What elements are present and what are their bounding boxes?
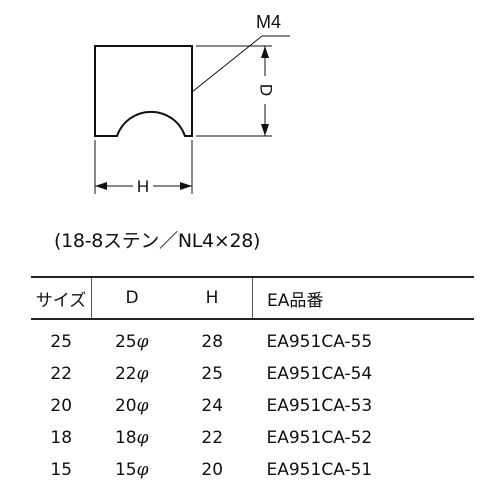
- cell-size: 20: [50, 396, 73, 416]
- m4-label: M4: [256, 12, 281, 32]
- cell-ea-number: EA951CA-55: [266, 332, 373, 352]
- knob-technical-drawing: M4 D H: [94, 12, 290, 196]
- material-spec-note: (18-8ステン／NL4×28): [54, 230, 261, 252]
- cell-size: 15: [50, 460, 73, 480]
- cell-h: 25: [201, 364, 224, 384]
- cell-d: 20φ: [114, 396, 149, 416]
- h-label: H: [137, 177, 149, 196]
- cell-d: 18φ: [114, 428, 149, 448]
- cell-ea-number: EA951CA-53: [266, 396, 373, 416]
- m4-leader-line: [191, 35, 263, 93]
- cell-size: 22: [50, 364, 73, 384]
- cell-ea-number: EA951CA-51: [266, 460, 373, 480]
- cell-h: 22: [201, 428, 224, 448]
- h-arrow-left: [95, 182, 107, 190]
- d-arrow-bottom: [261, 124, 269, 136]
- cell-h: 20: [201, 460, 224, 480]
- table-row: 22 22φ 25 EA951CA-54: [31, 358, 474, 390]
- header-size: サイズ: [31, 276, 92, 320]
- cell-d: 22φ: [114, 364, 149, 384]
- d-arrow-top: [261, 46, 269, 58]
- knob-outline: [94, 45, 193, 137]
- table-row: 15 15φ 20 EA951CA-51: [31, 454, 474, 486]
- cell-ea-number: EA951CA-52: [266, 428, 373, 448]
- size-table: サイズ D H EA品番 25 25φ 28 EA951CA-55 22 22φ…: [31, 276, 474, 486]
- header-d: D: [91, 276, 172, 320]
- cell-ea-number: EA951CA-54: [266, 364, 373, 384]
- d-label: D: [257, 84, 276, 96]
- table-row: 20 20φ 24 EA951CA-53: [31, 390, 474, 422]
- h-arrow-right: [180, 182, 192, 190]
- size-table-header: サイズ D H EA品番: [31, 276, 474, 320]
- table-row: 25 25φ 28 EA951CA-55: [31, 319, 474, 358]
- header-h: H: [172, 276, 253, 320]
- cell-h: 28: [201, 332, 224, 352]
- cell-d: 15φ: [114, 460, 149, 480]
- header-ea-number: EA品番: [252, 276, 474, 320]
- cell-size: 25: [50, 332, 73, 352]
- table-row: 18 18φ 22 EA951CA-52: [31, 422, 474, 454]
- cell-d: 25φ: [114, 332, 149, 352]
- cell-h: 24: [201, 396, 224, 416]
- cell-size: 18: [50, 428, 73, 448]
